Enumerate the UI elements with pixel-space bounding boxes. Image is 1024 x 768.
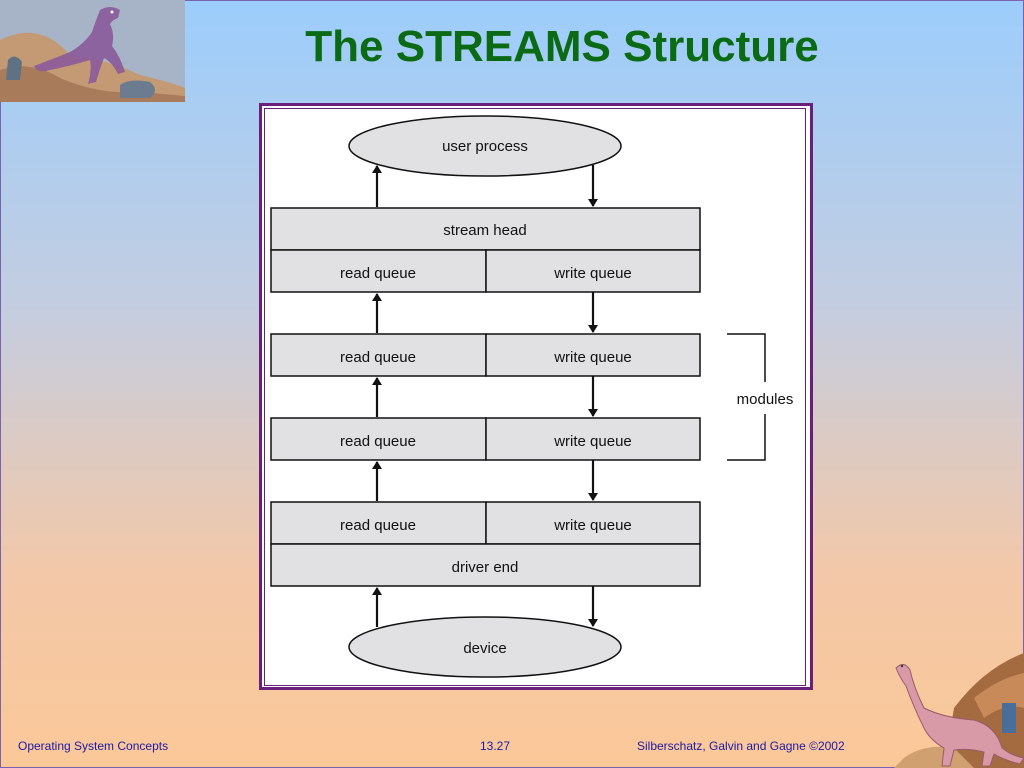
write-queue-label: write queue (553, 265, 632, 282)
user-process-label: user process (442, 138, 528, 155)
modules-label: modules (737, 391, 794, 408)
queue-pair-0: read queue write queue (270, 249, 701, 293)
footer-page-number: 13.27 (480, 739, 511, 753)
figure-panel (264, 108, 806, 686)
dinosaur-bottom-right-icon (894, 653, 1024, 768)
write-queue-label: write queue (553, 517, 632, 534)
driver-end-box: driver end (270, 543, 701, 587)
device-node: device (348, 616, 622, 678)
footer-course: Operating System Concepts (18, 739, 169, 753)
read-queue-label: read queue (340, 265, 416, 282)
queue-pair-3: read queue write queue (270, 501, 701, 545)
dinosaur-top-left-icon (0, 0, 185, 102)
modules-bracket: modules (727, 333, 794, 461)
write-queue-label: write queue (553, 433, 632, 450)
stream-head-label: stream head (443, 222, 526, 239)
read-queue-label: read queue (340, 517, 416, 534)
footer-copyright: Silberschatz, Galvin and Gagne ©2002 (637, 739, 845, 753)
queue-pair-1: read queue write queue (270, 333, 701, 377)
user-process-node: user process (348, 115, 622, 177)
driver-end-label: driver end (452, 559, 519, 576)
device-label: device (463, 640, 506, 657)
stream-head-box: stream head (270, 207, 701, 251)
read-queue-label: read queue (340, 433, 416, 450)
read-queue-label: read queue (340, 349, 416, 366)
write-queue-label: write queue (553, 349, 632, 366)
slide-title: The STREAMS Structure (305, 22, 819, 71)
queue-pair-2: read queue write queue (270, 417, 701, 461)
